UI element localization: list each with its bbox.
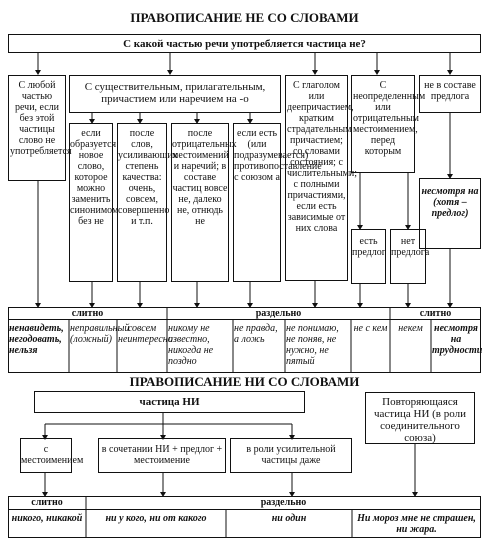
has-prep-text: есть предлог (352, 236, 386, 258)
with-pronoun-text: с местоимением (21, 444, 84, 466)
ne-title: ПРАВОПИСАНИЕ НЕ СО СЛОВАМИ (130, 10, 359, 25)
question-text: С какой частью речи употребляется частиц… (123, 38, 366, 50)
verb-group-text: С глаголом или деепричастием, кратким ст… (287, 80, 358, 234)
ni-title: ПРАВОПИСАНИЕ НИ СО СЛОВАМИ (129, 374, 360, 389)
question-box (8, 34, 481, 53)
ni-label-together: слитно (31, 497, 63, 508)
has-prep-box (351, 229, 386, 284)
any-part-text: С любой частью речи, если без этой части… (10, 80, 72, 157)
preposition-box (419, 75, 481, 113)
pronoun-text: С неопределенным или отрицательным место… (353, 80, 426, 157)
subrule-2-box (117, 123, 167, 282)
example-8: некем (398, 323, 423, 334)
intensifier-box (230, 438, 352, 473)
example-9: несмотря на трудности (432, 323, 483, 356)
label-together: слитно (71, 308, 104, 319)
no-prep-text: нет предлога (391, 236, 430, 258)
no-prep-box (390, 229, 426, 284)
pronoun-box (351, 75, 415, 173)
particle-text: частица НИ (139, 396, 200, 408)
subrule-3-text: после отрицательных местоимений и наречи… (172, 128, 237, 227)
example-2: неправильный (ложный) (70, 323, 130, 345)
verb-group-box (285, 75, 348, 281)
example-3: совсем неинтересно (118, 323, 173, 345)
subrule-1-box (69, 123, 113, 282)
example-1: ненавидеть, негодовать, нельзя (9, 323, 64, 356)
ni-label-separate: раздельно (260, 497, 307, 508)
ni-example-2: ни у кого, ни от какого (105, 513, 207, 524)
repeat-box (365, 392, 475, 444)
subrule-4-box (233, 123, 281, 282)
subrule-3-box (171, 123, 229, 282)
combo-text: в сочетании НИ + предлог + местоимение (101, 444, 223, 466)
despite-box (419, 178, 481, 249)
subrule-2-text: после слов, усиливающих степень качества… (118, 128, 178, 227)
example-5: не правда, а ложь (234, 323, 278, 345)
repeat-text: Повторяющаяся частица НИ (в роли соедини… (374, 396, 466, 444)
intensifier-text: в роли усилительной частицы даже (246, 444, 336, 466)
example-4: никому не известно, никогда не поздно (168, 323, 214, 367)
example-7: не с кем (353, 323, 388, 334)
combo-box (98, 438, 226, 473)
subrule-4-text: если есть (или подразумевается) противоп… (234, 128, 322, 183)
ni-examples-row (8, 509, 481, 538)
label-separate: раздельно (255, 308, 302, 319)
ni-example-1: никого, никакой (11, 513, 83, 524)
ni-example-3: ни один (271, 513, 307, 524)
with-pronoun-box (20, 438, 72, 473)
any-part-box (8, 75, 66, 181)
particle-box (34, 391, 305, 413)
examples-row (8, 319, 481, 373)
noun-adj-text: С существительным, прилагательным, прича… (84, 81, 266, 105)
preposition-text: не в составе предлога (424, 80, 476, 102)
label-together-2: слитно (419, 308, 452, 319)
example-6: не понимаю, не поняв, не нужно, не пятый (286, 323, 339, 367)
noun-adj-box (69, 75, 281, 113)
despite-text: несмотря на (хотя – предлог) (421, 186, 479, 219)
subrule-1-text: если образуется новое слово, которое мож… (70, 128, 119, 227)
ni-example-4: Ни мороз мне не страшен, ни жара. (357, 513, 476, 535)
